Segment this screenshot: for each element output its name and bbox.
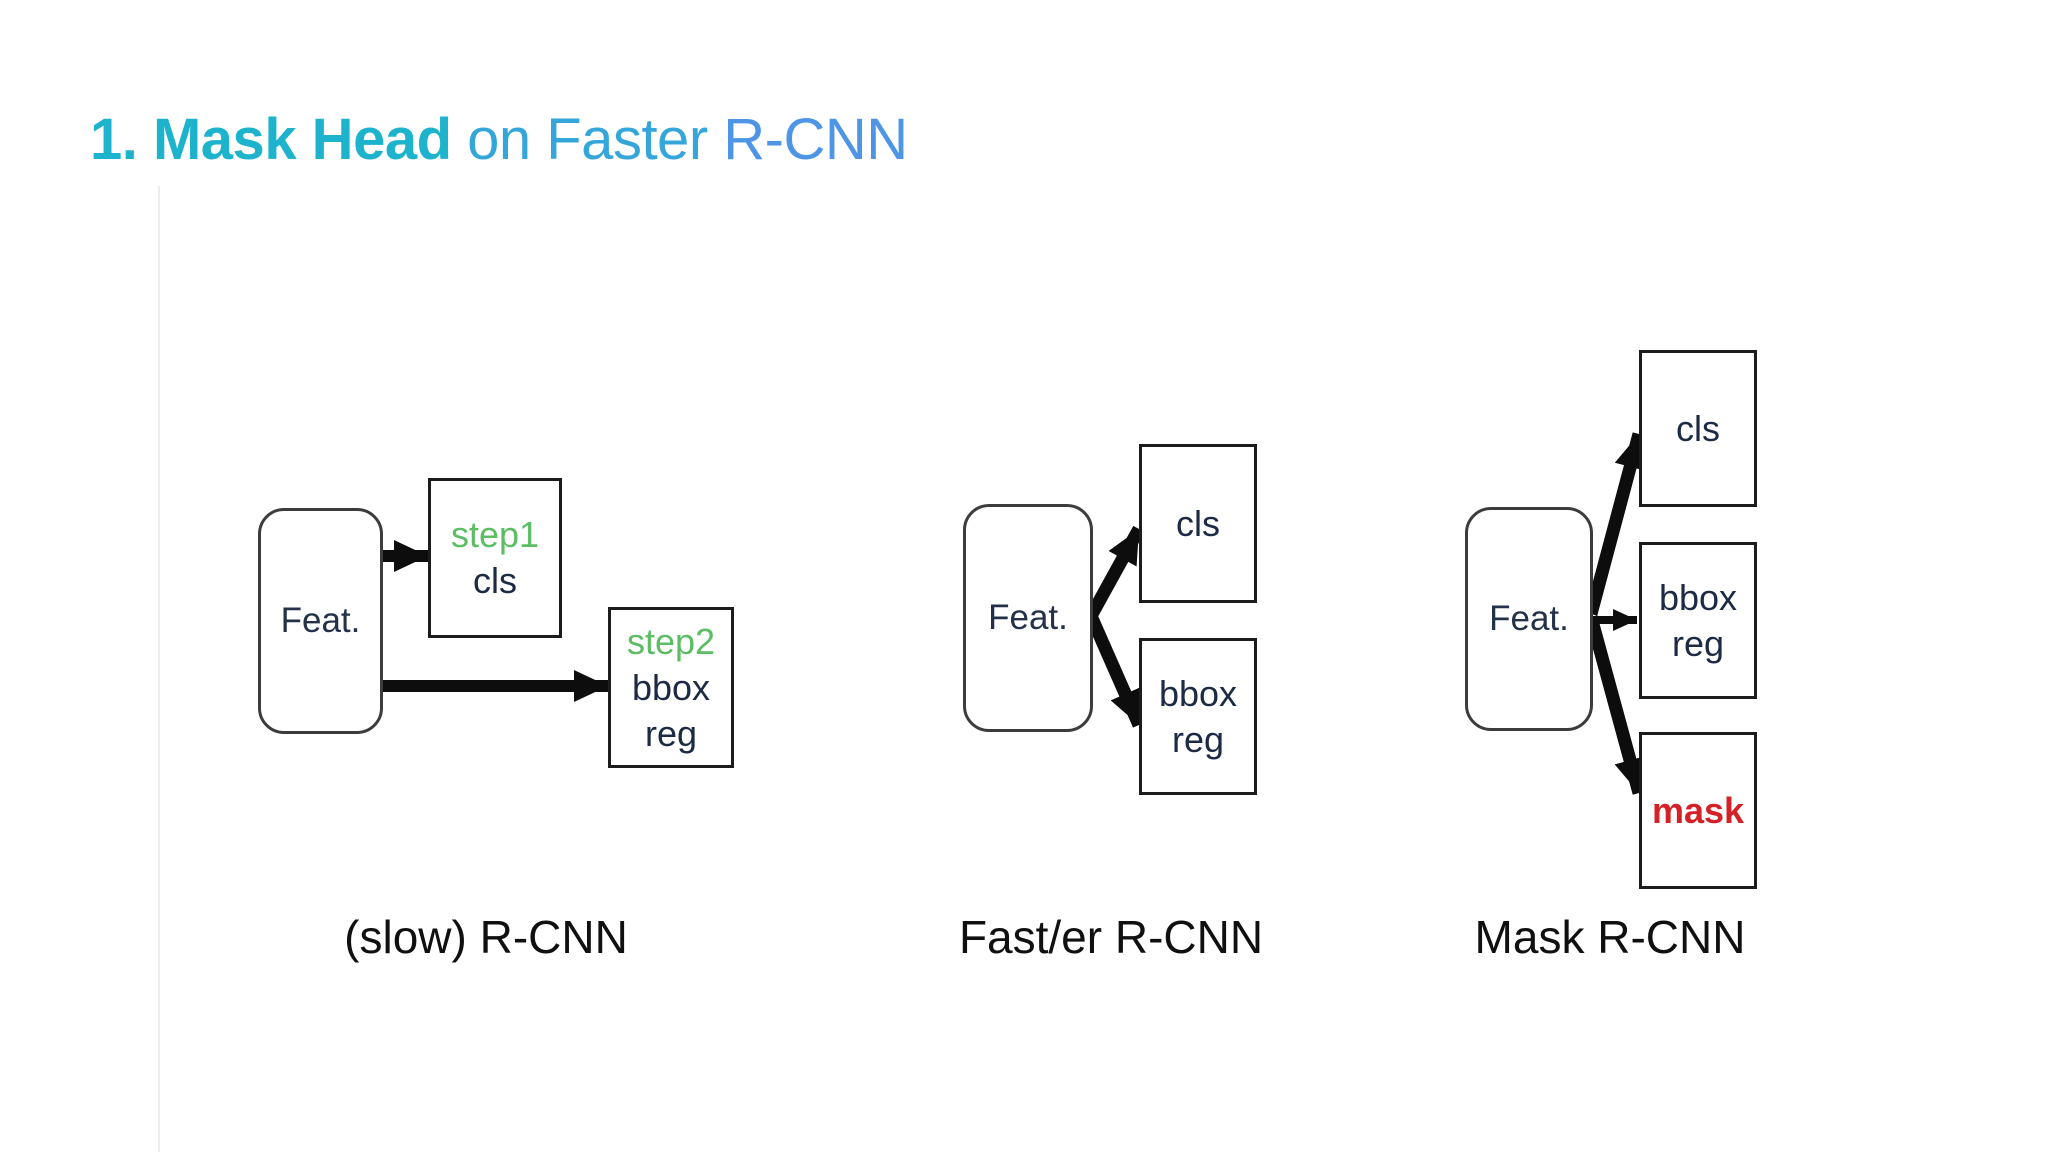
arrow-feat-to-cls-faster <box>1085 525 1145 620</box>
bbox-label: bbox <box>631 666 711 708</box>
mask-label: mask <box>1651 789 1745 831</box>
caption-slow-rcnn: (slow) R-CNN <box>344 911 628 963</box>
head-box-bbox-reg-faster: bbox reg <box>1139 638 1257 795</box>
bbox-label: bbox <box>1658 576 1738 618</box>
feature-box-mask-rcnn: Feat. <box>1465 507 1593 731</box>
slide-title-tail: R-CNN <box>723 107 908 172</box>
step2-label: step2 <box>626 620 716 662</box>
arrow-feat-to-cls-mask <box>1584 432 1646 616</box>
head-box-bbox-reg-mask-rcnn: bbox reg <box>1639 542 1757 699</box>
cls-label: cls <box>473 560 517 601</box>
head-box-step2-bbox-reg: step2 bbox reg <box>608 607 734 768</box>
step1-label: step1 <box>450 514 540 555</box>
feature-box-faster-rcnn: Feat. <box>963 504 1093 732</box>
arrow-feat-to-bbox-faster <box>1085 613 1145 728</box>
head-box-cls-faster: cls <box>1139 444 1257 603</box>
arrow-feat-to-mask <box>1584 615 1646 795</box>
slide-title: 1. Mask Head on Faster R-CNN <box>90 104 908 176</box>
caption-mask-rcnn: Mask R-CNN <box>1474 911 1746 963</box>
reg-label: reg <box>1171 718 1225 760</box>
feature-label: Feat. <box>280 601 361 640</box>
feature-label: Feat. <box>1489 599 1569 638</box>
cls-label: cls <box>1176 502 1220 544</box>
feature-box-slow-rcnn: Feat. <box>258 508 383 734</box>
head-box-cls-mask-rcnn: cls <box>1639 350 1757 507</box>
bbox-label: bbox <box>1158 672 1238 714</box>
reg-label: reg <box>1671 622 1725 664</box>
head-box-mask: mask <box>1639 732 1757 889</box>
cls-label: cls <box>1676 407 1720 449</box>
head-box-step1-cls: step1 cls <box>428 478 562 638</box>
slide-title-emphasis: 1. Mask Head <box>90 107 452 172</box>
reg-label: reg <box>644 712 698 754</box>
caption-faster-rcnn: Fast/er R-CNN <box>958 911 1264 963</box>
figure-left-edge-line <box>158 186 160 1152</box>
feature-label: Feat. <box>988 598 1068 637</box>
slide-title-middle: on Faster <box>451 107 724 172</box>
